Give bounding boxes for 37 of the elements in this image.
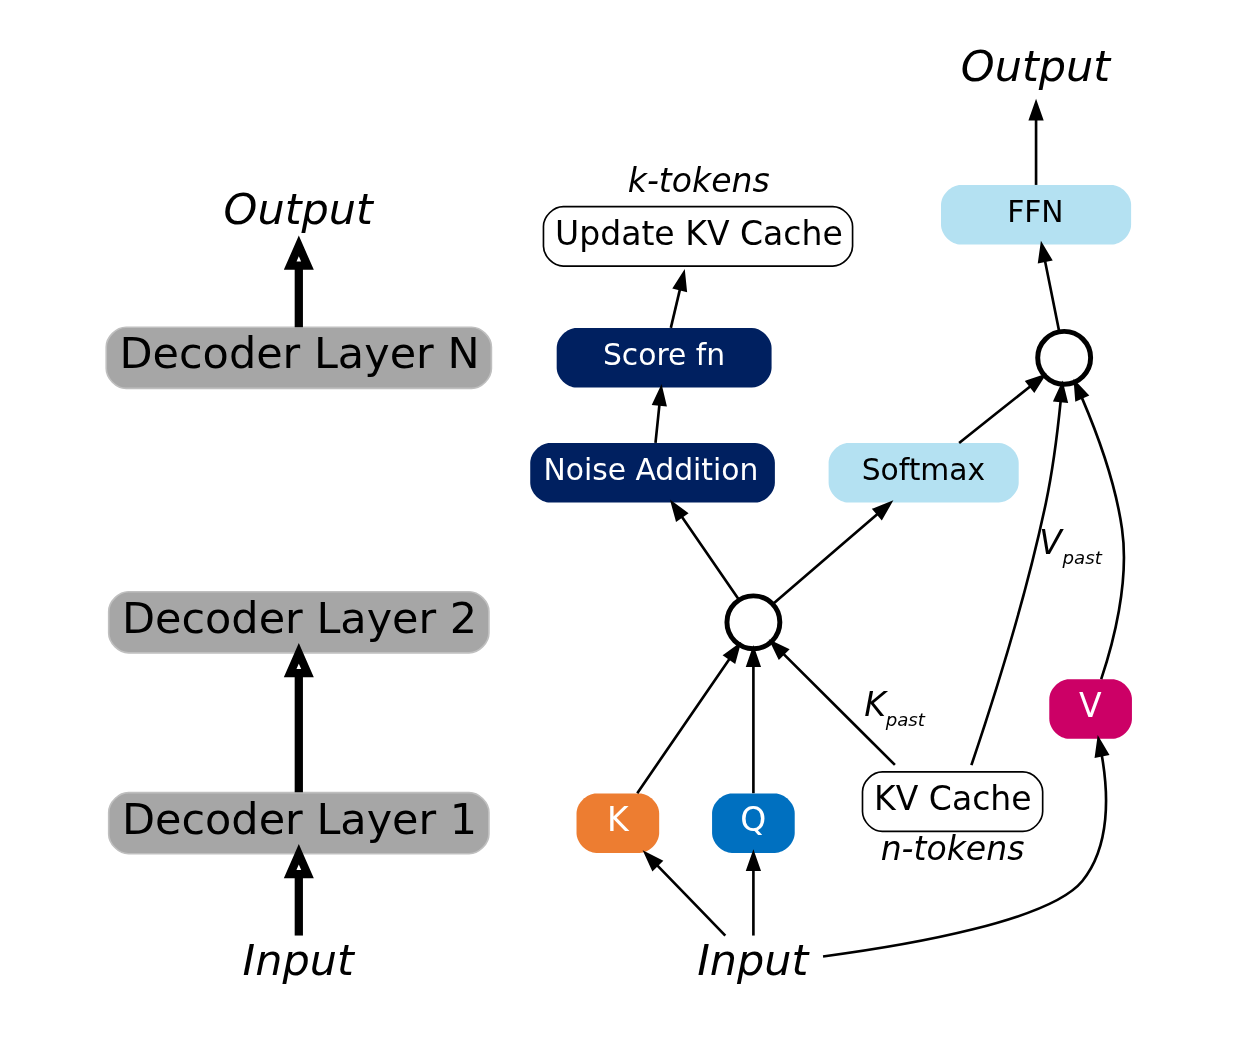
node-text: Output bbox=[960, 40, 1110, 91]
arrow bbox=[745, 849, 761, 936]
arrow bbox=[283, 642, 314, 793]
arrow bbox=[635, 641, 741, 794]
node-circle bbox=[1034, 328, 1093, 387]
node-text: Input bbox=[242, 934, 354, 985]
node-box: Decoder Layer N bbox=[104, 326, 492, 390]
edge-label: K$_{past}$ bbox=[863, 684, 925, 731]
node-circle bbox=[723, 593, 782, 652]
edge-label: V$_{past}$ bbox=[1038, 522, 1102, 569]
node-box: K bbox=[576, 793, 659, 853]
node-box: Q bbox=[711, 793, 795, 853]
arrow bbox=[1037, 240, 1060, 332]
node-text: Output bbox=[223, 183, 373, 234]
node-box: Decoder Layer 2 bbox=[107, 590, 490, 654]
arrow bbox=[669, 499, 740, 601]
arrow bbox=[669, 269, 687, 329]
node-text: Input bbox=[696, 934, 808, 985]
arrow bbox=[745, 645, 761, 794]
arrow bbox=[651, 384, 667, 444]
arrow bbox=[283, 843, 314, 936]
arrow bbox=[957, 373, 1047, 444]
arrow bbox=[969, 380, 1068, 766]
arrow bbox=[642, 850, 726, 937]
node-box: Softmax bbox=[828, 442, 1019, 503]
node-box: FFN bbox=[940, 185, 1131, 245]
node-box: Noise Addition bbox=[529, 442, 775, 503]
node-box: Decoder Layer 1 bbox=[107, 791, 490, 855]
arrow bbox=[1072, 378, 1125, 680]
arrow bbox=[1027, 98, 1044, 185]
arrow bbox=[771, 500, 893, 605]
arrow bbox=[283, 235, 314, 328]
node-box: V bbox=[1048, 679, 1132, 739]
arrow bbox=[768, 639, 896, 766]
node-box: Score fn bbox=[556, 328, 772, 388]
arrow bbox=[822, 735, 1110, 958]
node-label: k-tokens bbox=[627, 160, 770, 200]
